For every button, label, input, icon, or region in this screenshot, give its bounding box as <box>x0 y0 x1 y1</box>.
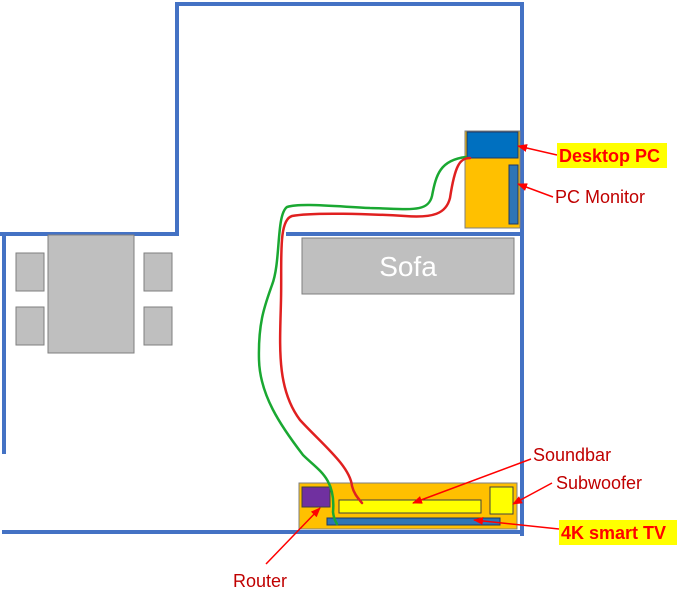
desktop-pc-label-highlight <box>557 143 667 168</box>
soundbar-arrow <box>412 458 532 504</box>
router-label: Router <box>233 571 287 591</box>
pc-monitor-arrow <box>517 183 554 198</box>
sofa <box>301 237 515 295</box>
callout-arrows <box>265 144 560 565</box>
desktop-pc-label: Desktop PC <box>559 146 660 166</box>
tv-bar-icon <box>326 517 501 526</box>
desktop-pc-tower-icon <box>466 131 519 159</box>
subwoofer-arrow <box>512 482 553 505</box>
dining-set <box>15 234 173 354</box>
walls <box>0 2 524 536</box>
router-arrow <box>265 507 321 565</box>
dining-table <box>47 234 135 354</box>
smart-tv-arrow <box>473 516 560 530</box>
desktop-pc-arrow <box>517 144 558 156</box>
pc-monitor-bar-icon <box>508 164 519 225</box>
chair-right-bottom <box>143 306 173 346</box>
subwoofer-label: Subwoofer <box>556 473 642 493</box>
chair-left-top <box>15 252 45 292</box>
green-cable <box>257 155 468 526</box>
sofa-label: Sofa <box>379 251 437 282</box>
red-cable <box>278 156 472 505</box>
chair-right-top <box>143 252 173 292</box>
router-square-icon <box>301 486 331 508</box>
soundbar-bar-icon <box>338 499 482 514</box>
soundbar-label: Soundbar <box>533 445 611 465</box>
subwoofer-square-icon <box>489 486 514 515</box>
pc-monitor-label: PC Monitor <box>555 187 645 207</box>
chair-left-bottom <box>15 306 45 346</box>
smart-tv-label: 4K smart TV <box>561 523 666 543</box>
smart-tv-label-highlight <box>559 520 677 545</box>
